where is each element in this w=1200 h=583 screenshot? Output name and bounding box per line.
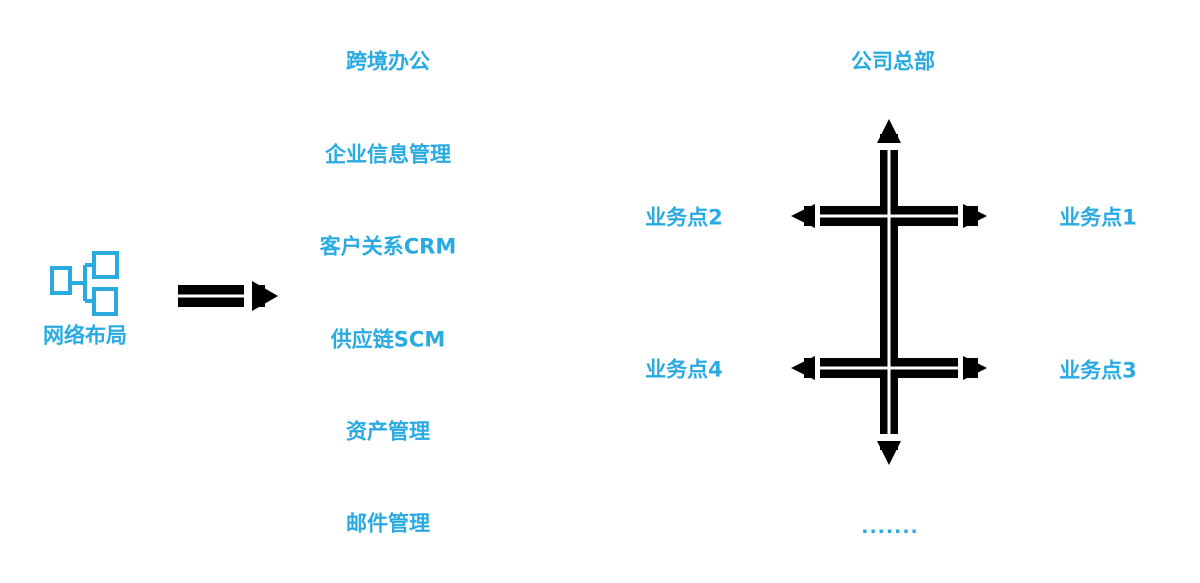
- service-item: 邮件管理: [346, 511, 430, 536]
- flow-arrow-icon: [178, 280, 278, 312]
- service-item: 资产管理: [346, 419, 430, 444]
- branch-point-1-label: 业务点1: [1059, 205, 1137, 230]
- service-item: 跨境办公: [346, 49, 430, 74]
- crossroads-arrows-icon: [791, 119, 987, 465]
- branch-point-3-label: 业务点3: [1059, 358, 1137, 383]
- branch-point-2-label: 业务点2: [645, 205, 723, 230]
- service-item: 供应链SCM: [330, 327, 446, 352]
- headquarters-label: 公司总部: [851, 49, 935, 74]
- service-item: 客户关系CRM: [319, 234, 457, 259]
- org-chart-icon: [50, 251, 119, 316]
- branch-point-4-label: 业务点4: [645, 357, 723, 382]
- service-item: 企业信息管理: [325, 142, 451, 167]
- more-branches-ellipsis: ·······: [861, 520, 919, 543]
- source-node-label: 网络布局: [43, 323, 127, 348]
